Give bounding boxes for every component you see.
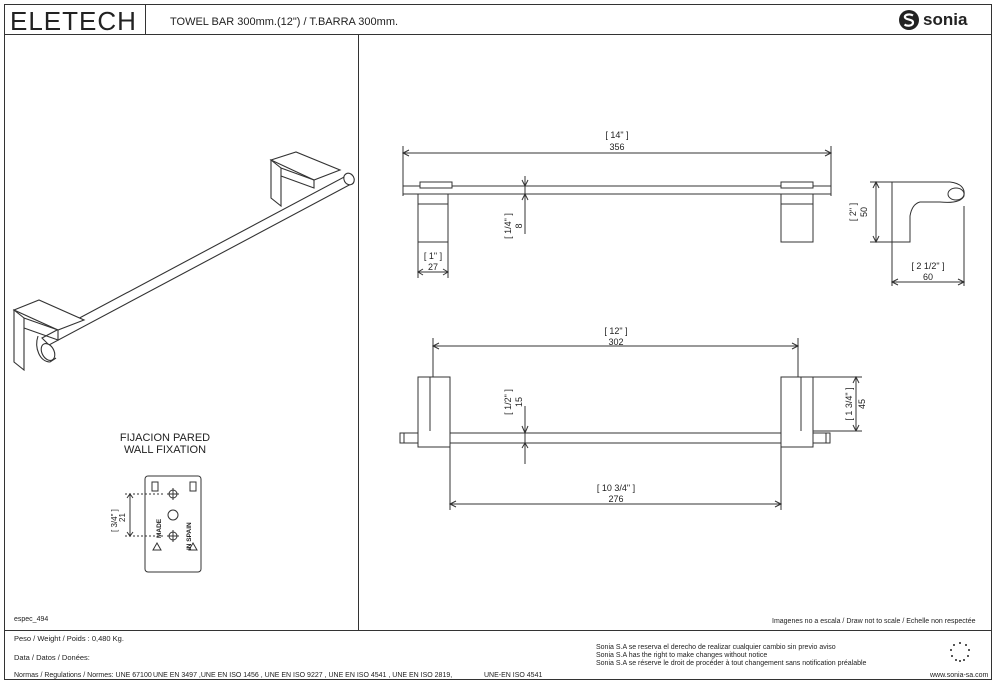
front-left-bracket [417, 376, 451, 448]
regulations-label: Normas / Regulations / Normes: UNE 67100 [14, 672, 152, 679]
dim-front-half-mm: 15 [514, 397, 524, 407]
dim-side-depth-mm: 60 [923, 272, 933, 282]
dim-front-height-inch: [ 1 3/4" ] [844, 387, 854, 420]
top-bar [402, 185, 832, 195]
rights-fr: Sonia S.A se réserve le droit de procéde… [596, 660, 867, 667]
dim-side-height-inch: [ 2" ] [848, 203, 858, 221]
logo-text: sonia [923, 10, 968, 29]
fix-dim-inch: [ 3/4" ] [110, 509, 119, 532]
header-divider [4, 34, 992, 35]
dim-front-length-inch: [ 12" ] [604, 326, 627, 336]
spec-code: espec_494 [14, 616, 49, 623]
footer-divider [4, 630, 992, 631]
technical-drawings: [ 14" ] 356 [ 1/4" ] 8 [ 1" ] 27 [ 2" ] … [399, 130, 966, 510]
dim-front-half-inch: [ 1/2" ] [503, 389, 513, 415]
dim-bracket-width-mm: 27 [428, 262, 438, 272]
wall-fixation-line2: WALL FIXATION [123, 444, 207, 456]
dim-front-length-mm: 302 [608, 337, 623, 347]
dim-bar-diameter-mm: 8 [514, 223, 524, 228]
dim-side-depth-inch: [ 2 1/2" ] [911, 261, 944, 271]
fix-dim-mm: 21 [118, 513, 127, 522]
right-bracket-side [270, 158, 282, 208]
bar-end-left [40, 343, 56, 361]
eu-stars-icon [950, 642, 970, 662]
dim-front-inner-inch: [ 10 3/4" ] [597, 483, 635, 493]
header-separator [145, 4, 146, 34]
weight-info: Peso / Weight / Poids : 0,480 Kg. [14, 634, 124, 643]
stamp-in-spain: IN SPAIN [186, 522, 193, 550]
dim-top-length-inch: [ 14" ] [605, 130, 628, 140]
website: www.sonia-sa.com [930, 672, 989, 679]
bar-end-right [343, 172, 355, 186]
brand-logo: sonia [898, 8, 967, 32]
right-bracket-top [269, 151, 342, 181]
scale-note: Imagenes no a escala / Draw not to scale… [772, 618, 976, 625]
rights-en: Sonia S.A has the right to make changes … [596, 652, 768, 659]
left-bracket-side [13, 308, 25, 372]
center-hole [167, 509, 179, 521]
wall-plate [144, 475, 202, 573]
panel-divider [358, 34, 359, 630]
side-bracket [891, 181, 965, 243]
dim-front-inner-mm: 276 [608, 494, 623, 504]
brand-name: ELETECH [10, 6, 137, 36]
dim-bracket-width-inch: [ 1" ] [424, 251, 442, 261]
left-bracket-top [12, 299, 86, 331]
front-right-bracket [780, 376, 814, 448]
isometric-view [12, 151, 355, 372]
stamp-made: MADE [156, 518, 163, 538]
rights-es: Sonia S.A se reserva el derecho de reali… [596, 644, 836, 651]
drawing-frame [4, 4, 992, 680]
regulations-list: UNE EN 3497 ,UNE EN ISO 1456 , UNE EN IS… [153, 672, 453, 679]
dim-top-length-mm: 356 [609, 142, 624, 152]
front-bar [399, 432, 831, 444]
top-right-bracket [780, 193, 814, 243]
wall-fixation-line1: FIJACION PARED [119, 432, 211, 444]
dim-side-height-mm: 50 [859, 207, 869, 217]
bar-body [41, 175, 354, 346]
dim-bar-diameter-inch: [ 1/4" ] [503, 213, 513, 239]
top-left-bracket [417, 193, 449, 243]
regulations-extra: UNE-EN ISO 4541 [484, 672, 543, 679]
wall-fixation-drawing: MADE IN SPAIN [ 3/4" ] 21 [110, 475, 202, 573]
dim-front-height-mm: 45 [857, 399, 867, 409]
wall-fixation-title: FIJACION PARED WALL FIXATION [100, 432, 230, 456]
product-title: TOWEL BAR 300mm.(12") / T.BARRA 300mm. [170, 16, 399, 28]
sonia-logo-icon [899, 10, 919, 30]
data-info: Data / Datos / Donées: [14, 653, 90, 662]
